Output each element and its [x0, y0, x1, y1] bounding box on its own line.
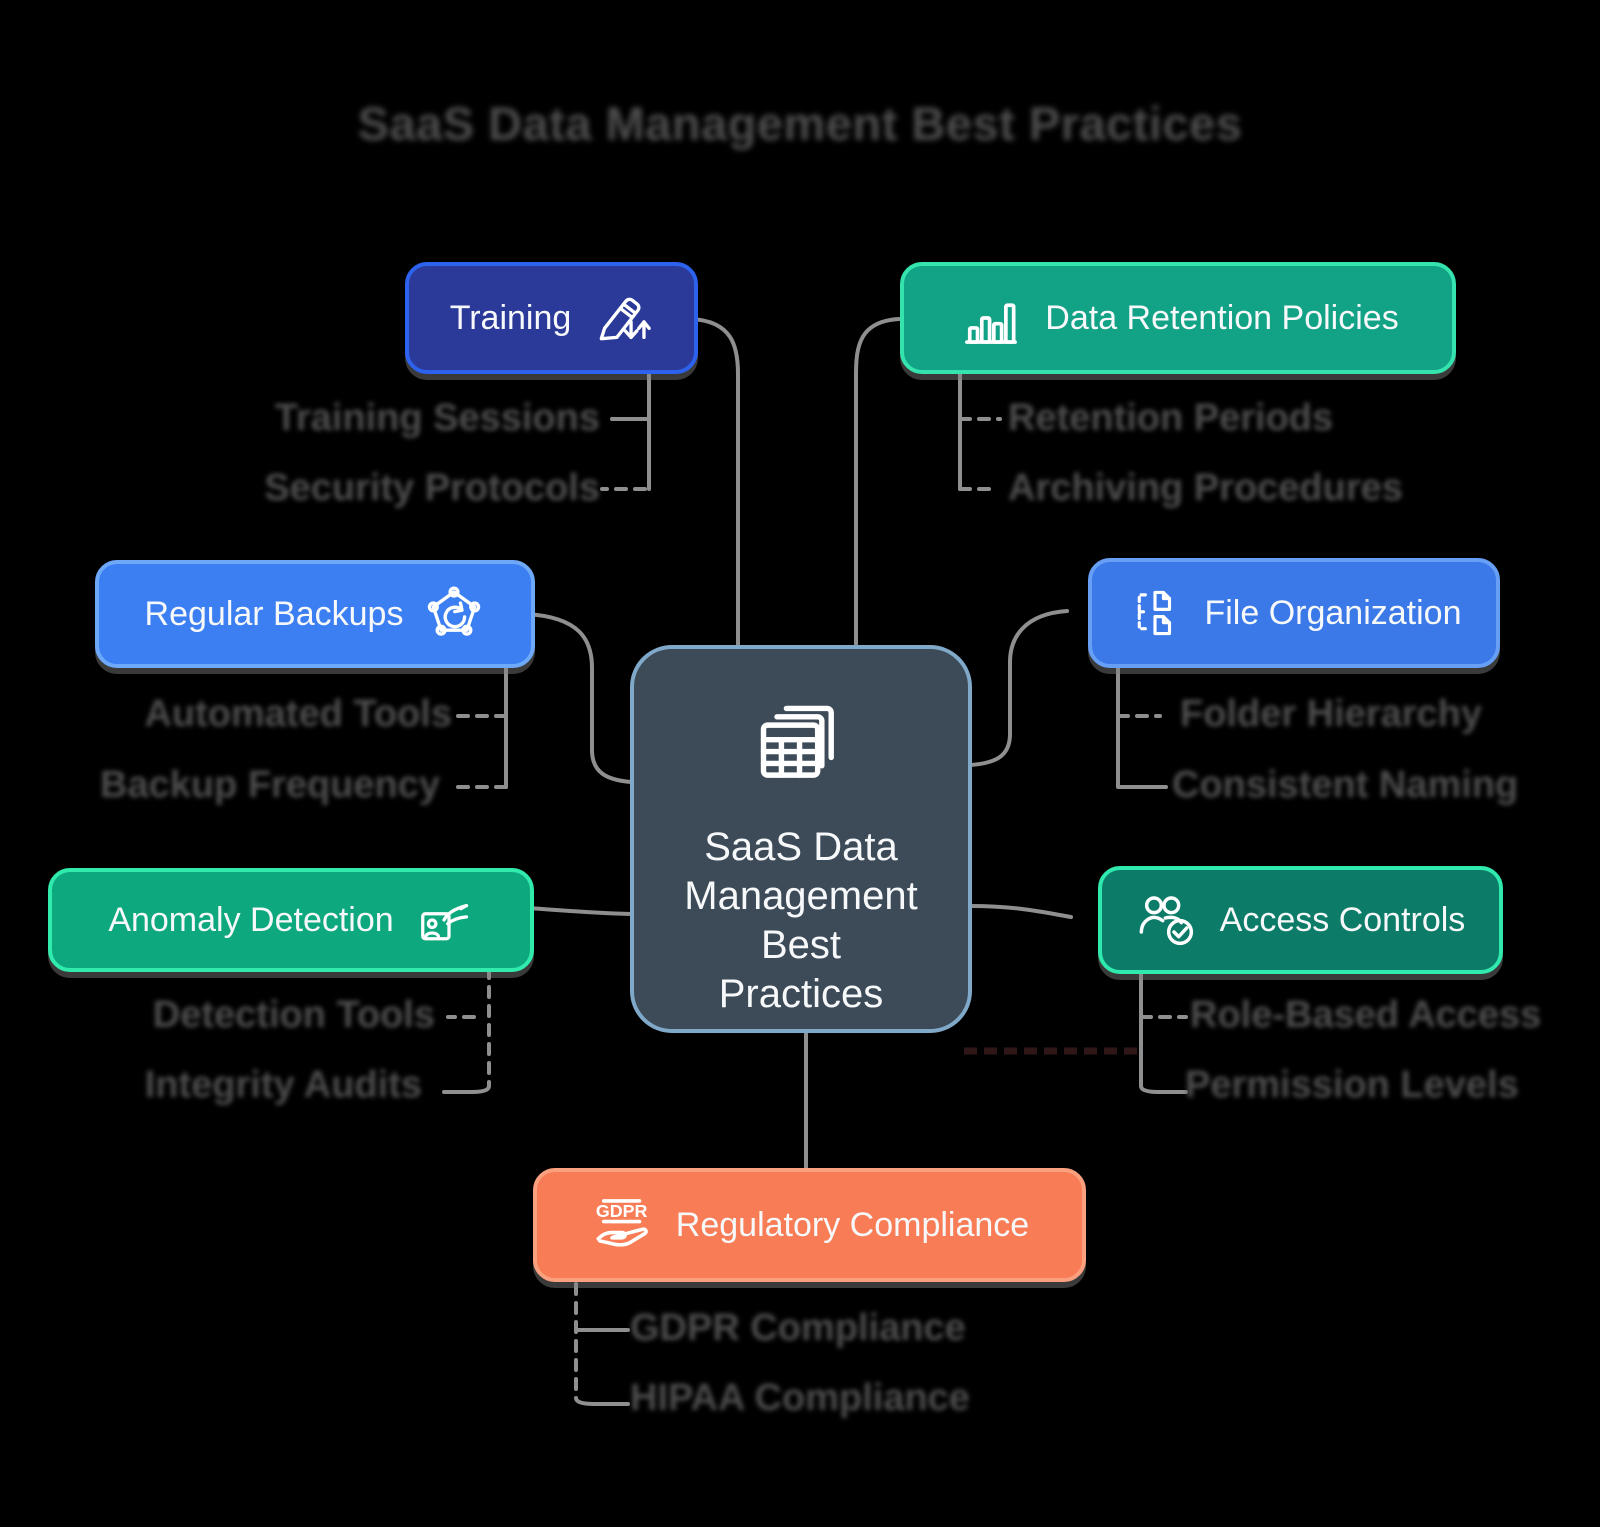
node-file-organization-label: File Organization: [1204, 593, 1462, 632]
node-regulatory-compliance: GDPR Regulatory Compliance: [533, 1168, 1086, 1282]
edge-training-center: [689, 317, 740, 646]
node-center: SaaS Data Management Best Practices: [630, 645, 972, 1033]
node-regular-backups-label: Regular Backups: [144, 594, 404, 633]
node-data-retention-policies: Data Retention Policies: [900, 262, 1456, 374]
node-anomaly-detection: Anomaly Detection: [48, 868, 534, 972]
node-training-label: Training: [449, 298, 572, 337]
bracket-training: [610, 370, 651, 491]
bar-chart-icon: [965, 303, 1018, 344]
node-access-controls-label: Access Controls: [1219, 900, 1466, 939]
sub-label-automated-tools: Automated Tools: [144, 693, 452, 735]
spreadsheet-stack-icon: [760, 705, 834, 778]
node-center-label: SaaS Data Management Best Practices: [684, 825, 918, 1016]
network-refresh-icon: [428, 586, 481, 636]
node-regulatory-compliance-label: Regulatory Compliance: [675, 1205, 1030, 1244]
users-check-icon: [1139, 896, 1193, 946]
sub-label-archiving-procedures: Archiving Procedures: [1008, 467, 1403, 509]
edge-fileorg-center: [969, 609, 1069, 767]
file-tree-icon: [1138, 590, 1172, 636]
id-card-hand-icon: [420, 904, 468, 941]
sub-label-backup-frequency: Backup Frequency: [100, 764, 440, 806]
node-access-controls: Access Controls: [1098, 866, 1503, 974]
sub-label-detection-tools: Detection Tools: [152, 994, 435, 1036]
edge-retention-center: [854, 317, 901, 646]
gdpr-hand-icon: GDPR: [596, 1199, 648, 1247]
bracket-access: [1139, 966, 1188, 1094]
sub-label-security-protocols: Security Protocols: [264, 467, 600, 509]
node-regular-backups: Regular Backups: [95, 560, 535, 668]
diagram-title: SaaS Data Management Best Practices: [357, 97, 1243, 150]
gdpr-icon-text: GDPR: [596, 1201, 648, 1221]
sub-label-retention-periods: Retention Periods: [1008, 397, 1334, 439]
sub-label-role-based-access: Role-Based Access: [1190, 994, 1542, 1036]
node-file-organization: File Organization: [1088, 558, 1500, 668]
bracket-fileorg: [1116, 664, 1168, 789]
node-data-retention-policies-label: Data Retention Policies: [1045, 298, 1399, 337]
edge-anomaly-center: [525, 906, 633, 916]
sub-label-integrity-audits: Integrity Audits: [144, 1064, 422, 1106]
node-anomaly-detection-label: Anomaly Detection: [108, 900, 394, 939]
edge-backups-center: [524, 612, 633, 784]
sub-label-hipaa-compliance: HIPAA Compliance: [630, 1377, 970, 1419]
edge-access-center: [969, 904, 1073, 919]
bracket-anomaly: [446, 966, 491, 1088]
node-training: Training: [405, 262, 698, 374]
sub-label-folder-hierarchy: Folder Hierarchy: [1180, 693, 1482, 735]
sub-label-training-sessions: Training Sessions: [274, 397, 600, 439]
pencil-arrows-icon: [599, 297, 652, 341]
sub-label-consistent-naming: Consistent Naming: [1172, 764, 1519, 806]
sub-label-gdpr-compliance: GDPR Compliance: [630, 1307, 966, 1349]
sub-label-permission-levels: Permission Levels: [1185, 1064, 1519, 1106]
